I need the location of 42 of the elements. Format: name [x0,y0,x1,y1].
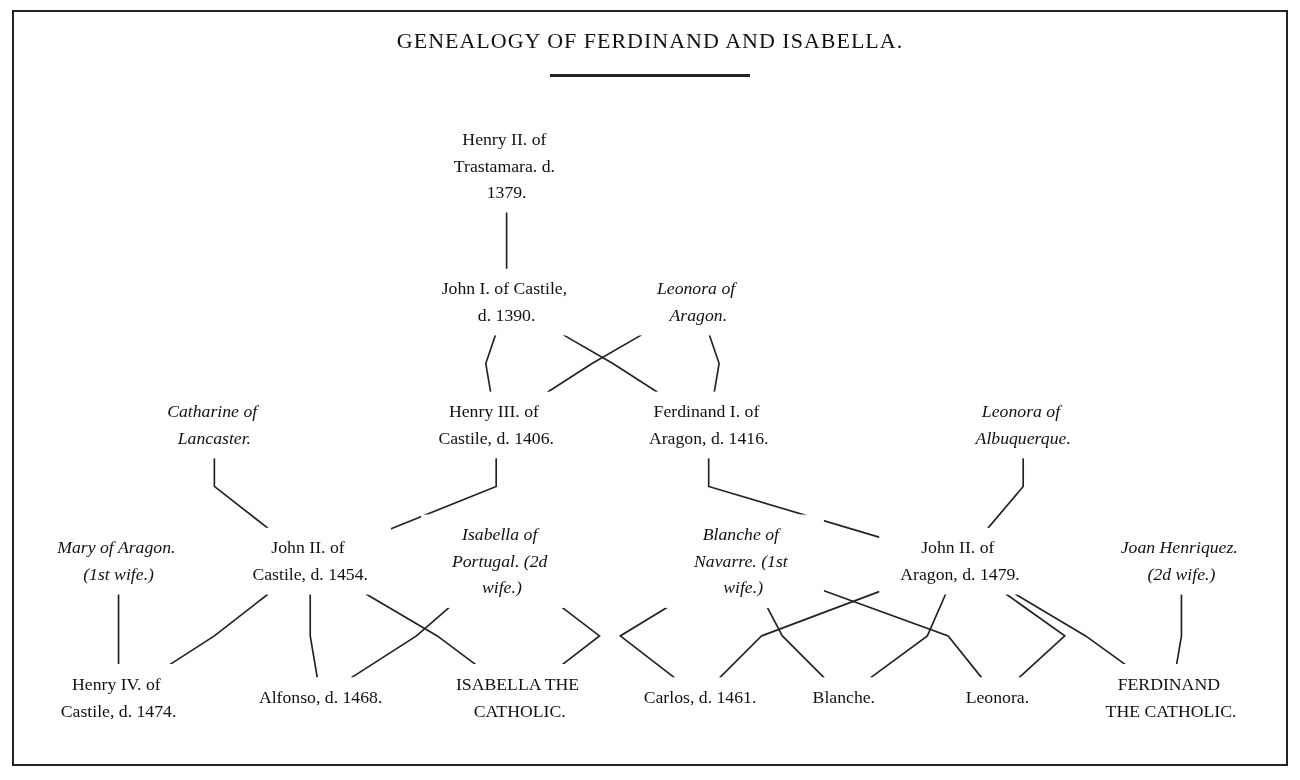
connector [708,334,720,394]
connector [484,334,497,394]
node-text: Catharine of Lancaster. [167,401,258,448]
connector [1014,593,1127,666]
node-text: Blanche of Navarre. (1st wife.) [694,524,788,598]
connector [389,456,498,530]
node-text: ISABELLA THE CATHOLIC. [455,673,580,721]
connector [718,590,881,679]
connector [562,334,659,394]
connector [350,606,451,679]
connector [1005,593,1067,679]
page-frame: GENEALOGY OF FERDINAND AND ISABELLA. Henry II. of Trastamara. d. 1379. John I. of Castile, d. 1390. Leonora of Aragon. Catharine of Lancaster. Henry III. of Castile, d. 1406. Ferdinand I. of Aragon, d. 1416. Leonora of Albuquerque. Mary of Aragon. (1st wife.) John II. of Castile, d. 1454. Isabella of Portugal. (2d wife.) Blanche of Navarre. (1st wife.) John II. of Aragon, d. 1479. Joan Henriquez. (2d wife.) Henry IV. of Castile, d. 1474. Alfonso, d. 1468. ISABELLA THE CATHOLIC. Carlos, d. 1461. Blanche. Leonora. FERDINAND THE CATHOLIC. [12,10,1288,766]
node-text: Leonora of Albuquerque. [975,401,1071,448]
connector [766,606,826,679]
node-text: Alfonso, d. 1468. [258,687,383,708]
connector [213,456,269,530]
connector [618,606,676,679]
connector [986,456,1025,530]
node-text: Joan Henriquez. (2d wife.) [1120,537,1238,585]
node-text: John I. of Castile, d. 1390. [441,278,568,325]
diagram-title: GENEALOGY OF FERDINAND AND ISABELLA. [396,28,904,54]
connector [168,593,269,666]
node-text: Leonora. [965,687,1030,708]
connector [546,334,643,394]
node-text: Leonora of Aragon. [656,278,736,325]
node-text: John II. of Castile, d. 1454. [252,537,369,585]
node-text: Mary of Aragon. (1st wife.) [57,537,176,585]
node-text: John II. of Aragon, d. 1479. [900,537,1020,585]
node-text: Blanche. [812,687,876,708]
node-text: FERDINAND THE CATHOLIC. [1105,673,1237,721]
connector [869,593,947,679]
connector [117,593,120,666]
node-text: Henry II. of Trastamara. d. 1379. [453,129,555,203]
node-text: Isabella of Portugal. (2d wife.) [451,524,548,598]
node-text: Henry III. of Castile, d. 1406. [438,401,554,448]
connector [309,593,319,679]
node-text: Carlos, d. 1461. [643,687,757,708]
connector [505,211,508,271]
connector [365,593,477,666]
node-text: Ferdinand I. of Aragon, d. 1416. [648,401,769,448]
node-text: Henry IV. of Castile, d. 1474. [60,673,177,721]
connector [1175,593,1183,666]
